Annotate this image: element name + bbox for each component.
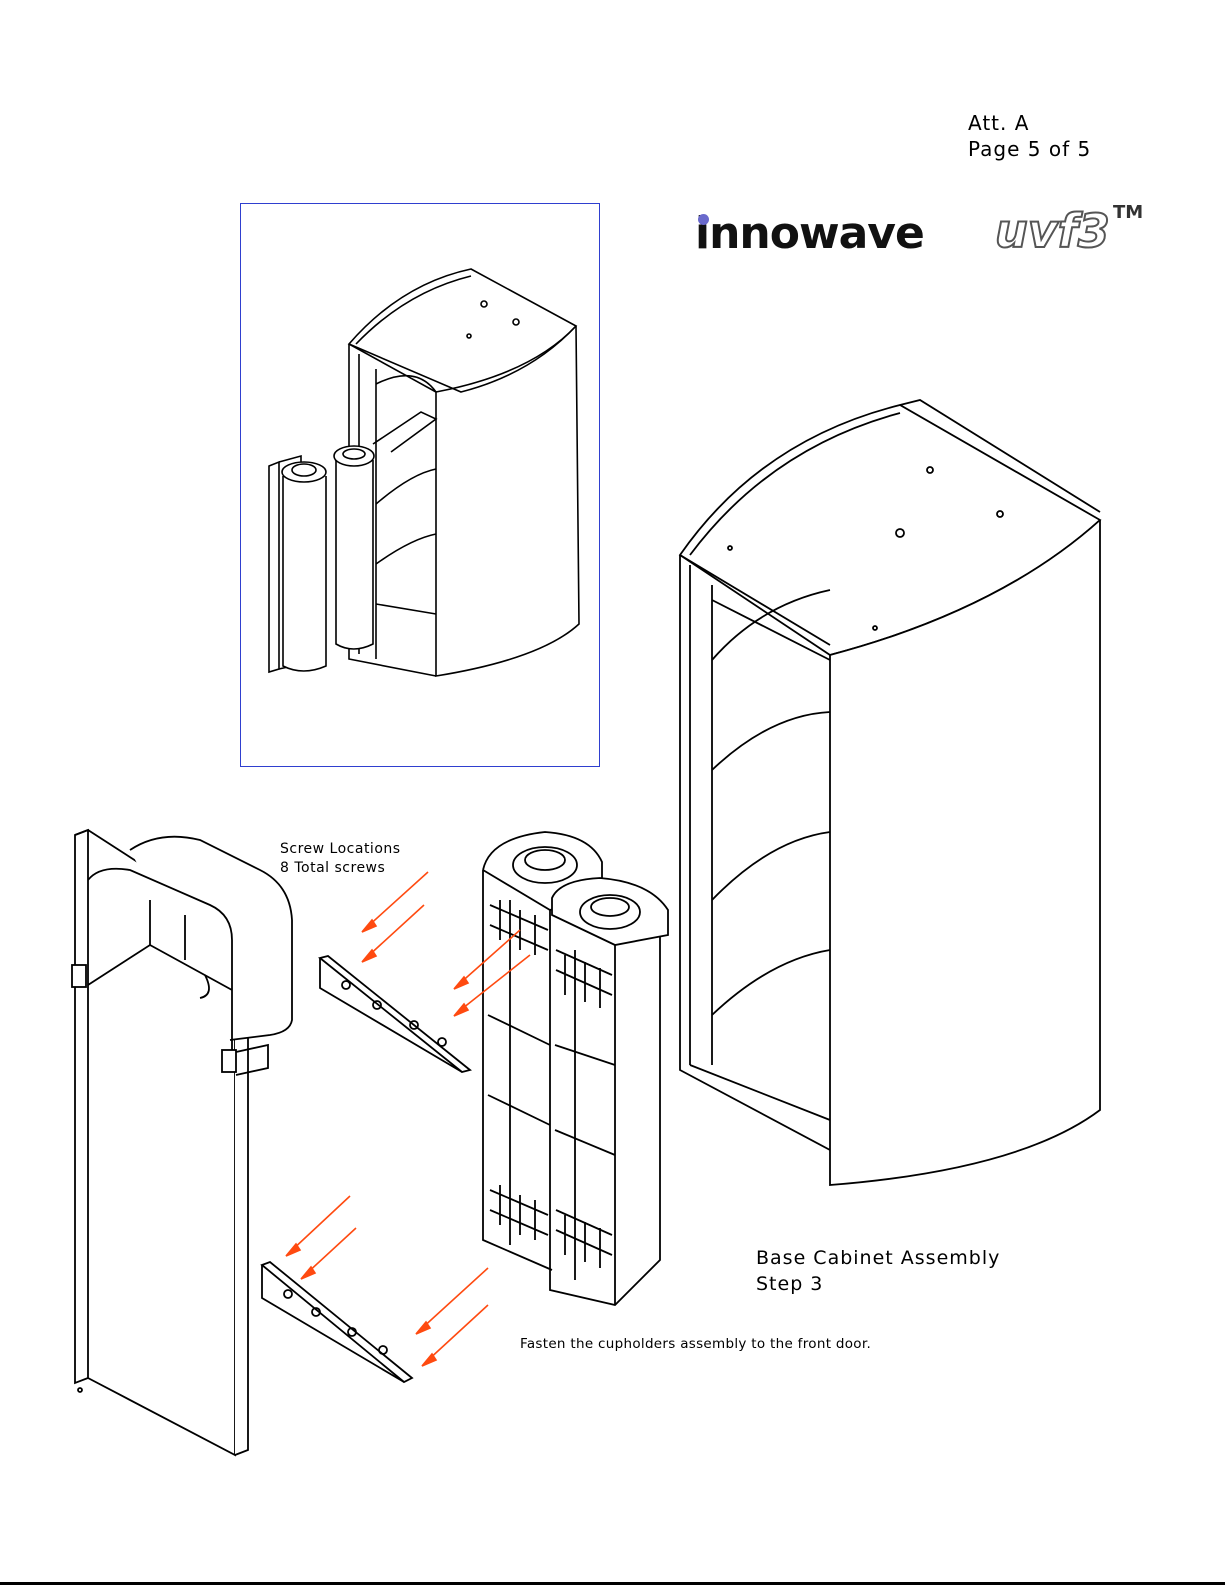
arrow-head-icon [454, 1004, 468, 1016]
arrow-head-icon [454, 977, 468, 989]
screw-bracket-upper [320, 956, 470, 1072]
arrow-icon [305, 1228, 356, 1275]
base-cabinet-drawing [680, 400, 1100, 1185]
arrow-icon [420, 1268, 488, 1330]
front-door-drawing [72, 830, 292, 1455]
screw-locations-label: Screw Locations 8 Total screws [280, 840, 401, 878]
arrow-head-icon [422, 1354, 436, 1366]
assembly-step-title: Base Cabinet Assembly Step 3 [756, 1246, 1000, 1297]
arrow-head-icon [301, 1267, 315, 1279]
arrow-head-icon [416, 1322, 430, 1334]
arrow-head-icon [362, 920, 376, 932]
arrow-icon [426, 1305, 488, 1362]
screw-bracket-lower [262, 1262, 412, 1382]
arrow-head-icon [362, 950, 376, 962]
arrow-icon [290, 1196, 350, 1252]
arrow-icon [366, 905, 424, 958]
cupholder-assembly-drawing [483, 832, 668, 1305]
arrow-icon [366, 872, 428, 928]
instruction-text: Fasten the cupholders assembly to the fr… [520, 1335, 871, 1353]
arrow-head-icon [286, 1244, 300, 1256]
